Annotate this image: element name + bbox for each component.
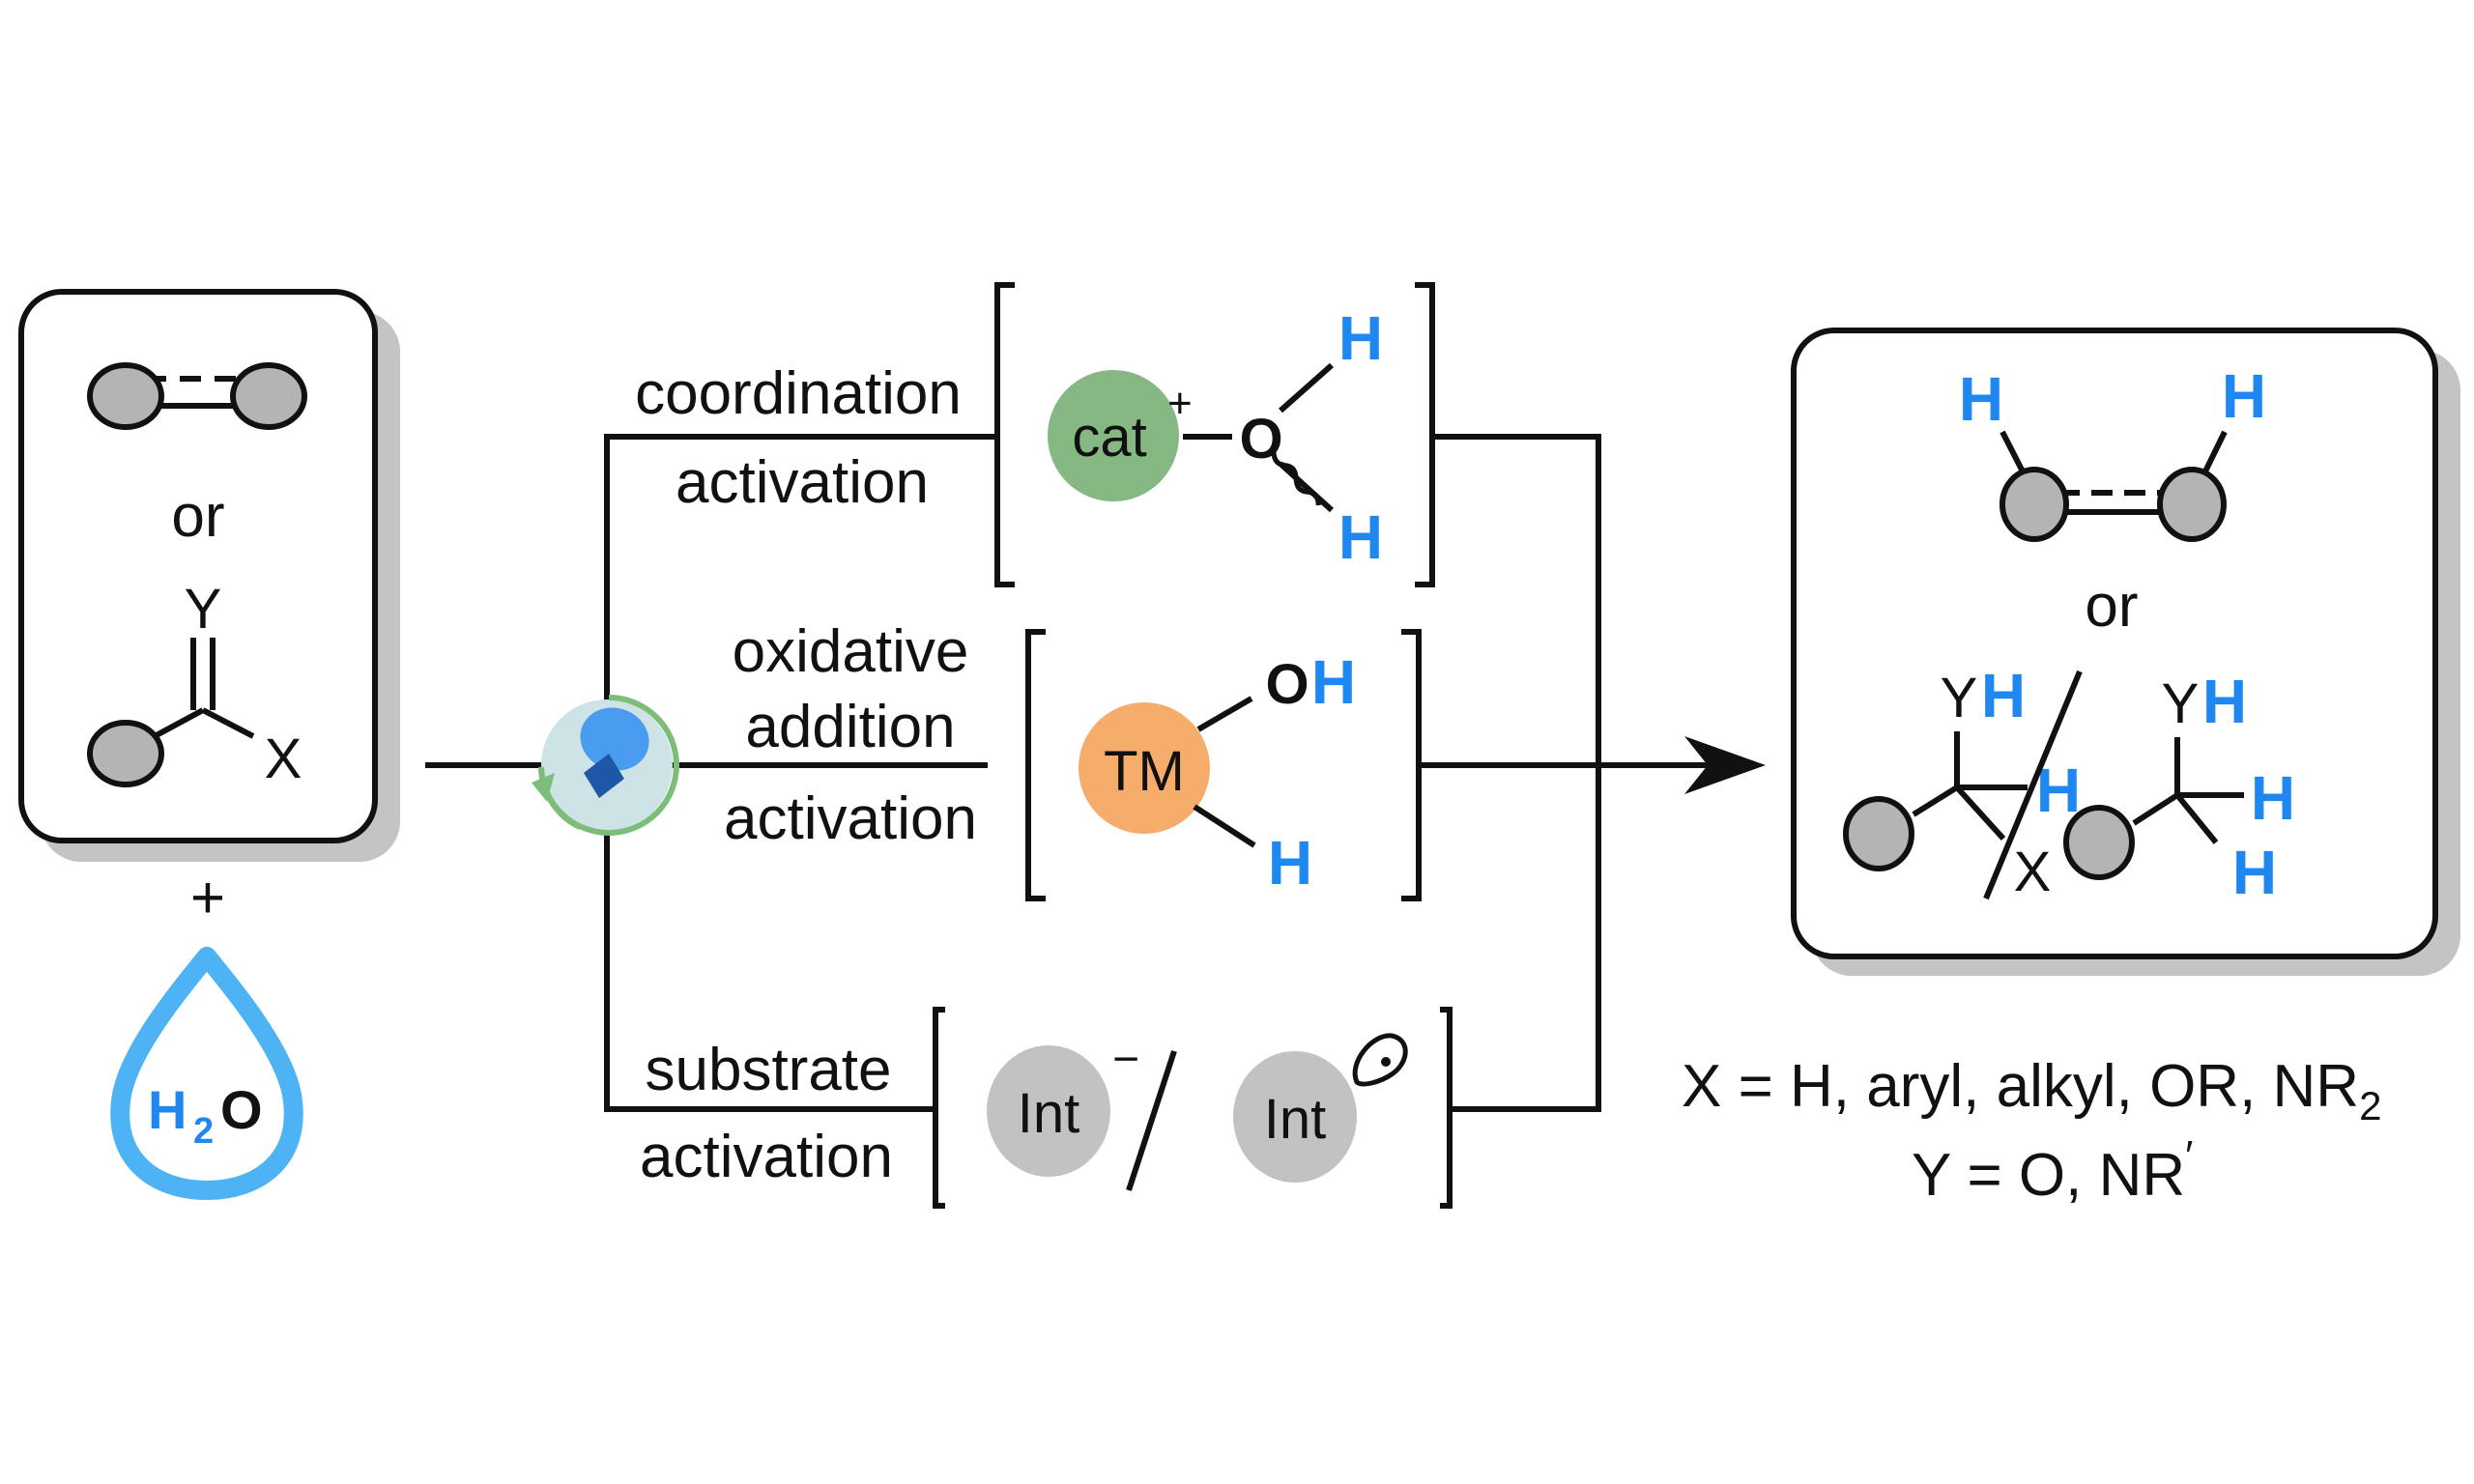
or-label: or: [171, 483, 224, 550]
cat-label: cat: [1072, 406, 1146, 469]
cat-charge: +: [1167, 380, 1193, 427]
bracket-left: [994, 282, 1015, 587]
hydrogen-atom: H: [1981, 661, 2026, 730]
hydrogen-atom: H: [1338, 502, 1383, 572]
substituent-definitions: X = H, aryl, alkyl, OR, NR2 Y = O, NR′: [1682, 1053, 2381, 1209]
water-drop-icon: [110, 947, 303, 1200]
water-drop: H 2 O: [110, 947, 303, 1200]
atom-y: Y: [1941, 667, 1978, 729]
hydrogen-atom: H: [2232, 838, 2277, 907]
alkane-product: H H: [1959, 361, 2266, 542]
substituent-ball: [2157, 467, 2227, 542]
hydrogen-atom: H: [1959, 364, 2003, 434]
atom-x: X: [2014, 841, 2052, 903]
anion-charge: −: [1112, 1034, 1139, 1085]
hydrogen-atom: H: [1311, 647, 1356, 717]
water-o: O: [220, 1079, 263, 1140]
product-box: H H or Y H H X Y H: [1791, 328, 2460, 976]
y-definition: Y = O, NR′: [1912, 1132, 2193, 1209]
tm-label: TM: [1104, 740, 1185, 803]
radical-orbital-icon: [1352, 1033, 1408, 1087]
int-label: Int: [1264, 1088, 1327, 1151]
hydrogen-atom: H: [2202, 667, 2247, 736]
substituent-ball: [87, 720, 164, 787]
pathway-coordination: coordination activation cat + O H H: [635, 282, 1435, 587]
reactant-box: or Y X: [18, 289, 400, 862]
pathway-substrate: substrate activation Int − Int: [640, 1007, 1453, 1209]
hydrogen-atom: H: [1338, 303, 1383, 373]
bracket-left: [1025, 629, 1046, 901]
pathway-label: activation: [640, 1124, 893, 1190]
x-definition-subscript: 2: [2359, 1083, 2381, 1128]
fully-reduced-product: Y H H H: [2063, 667, 2295, 907]
pathway-label: addition: [745, 694, 955, 760]
substituent-ball: [230, 362, 307, 430]
pathway-label: activation: [724, 785, 977, 852]
reactant-box-frame: [18, 289, 378, 843]
carbonyl-substrate: Y X: [87, 578, 302, 790]
pathway-label: substrate: [645, 1037, 891, 1103]
hydrogen-atom: H: [2036, 756, 2081, 825]
slash-divider: [1126, 1050, 1177, 1191]
cycle-arrow-icon: [532, 773, 555, 802]
cat-circle: [1048, 370, 1179, 501]
atom-y: Y: [2162, 672, 2200, 735]
pathway-label: coordination: [635, 360, 962, 427]
pathway-oxidative-addition: oxidative addition activation TM O H H: [724, 618, 1422, 901]
bracket-right: [1415, 282, 1435, 587]
bracket-left: [933, 1007, 945, 1209]
water-subscript: 2: [193, 1111, 214, 1152]
product-box-frame: [1791, 328, 2438, 959]
alcohol-amine-product: Y H H X: [1843, 661, 2081, 903]
substituent-ball: [87, 362, 164, 430]
x-definition-text: X = H, aryl, alkyl, OR, NR: [1682, 1053, 2359, 1120]
y-definition-prime: ′: [2185, 1132, 2193, 1180]
int-circle: [1233, 1051, 1357, 1183]
substituent-ball: [1999, 467, 2069, 542]
atom-x: X: [265, 728, 302, 790]
alkene-substrate: [87, 362, 307, 430]
pathway-label: oxidative: [733, 618, 969, 685]
tm-circle: [1079, 702, 1210, 834]
int-circle: [987, 1045, 1110, 1177]
x-definition: X = H, aryl, alkyl, OR, NR2: [1682, 1053, 2381, 1128]
or-label: or: [2085, 573, 2138, 640]
bracket-right: [1440, 1007, 1453, 1209]
plus-sign: +: [190, 865, 225, 931]
substituent-ball: [1843, 796, 1914, 871]
substituent-ball: [2063, 805, 2135, 880]
bond-cleavage-wavy: [1271, 451, 1321, 506]
atom-y: Y: [185, 578, 222, 641]
pathway-label: activation: [676, 449, 929, 516]
int-label: Int: [1018, 1082, 1080, 1145]
hydrogen-atom: H: [1268, 828, 1312, 898]
oxygen-atom: O: [1265, 653, 1309, 716]
hydrogen-atom: H: [2222, 361, 2266, 431]
slash-divider: [1983, 670, 2083, 900]
lightbulb-icon: [580, 707, 649, 771]
water-h: H: [148, 1079, 187, 1140]
bracket-right: [1401, 629, 1422, 901]
photocatalyst-icon: [532, 695, 679, 836]
y-definition-text: Y = O, NR: [1912, 1142, 2185, 1209]
hydrogen-atom: H: [2251, 763, 2295, 833]
